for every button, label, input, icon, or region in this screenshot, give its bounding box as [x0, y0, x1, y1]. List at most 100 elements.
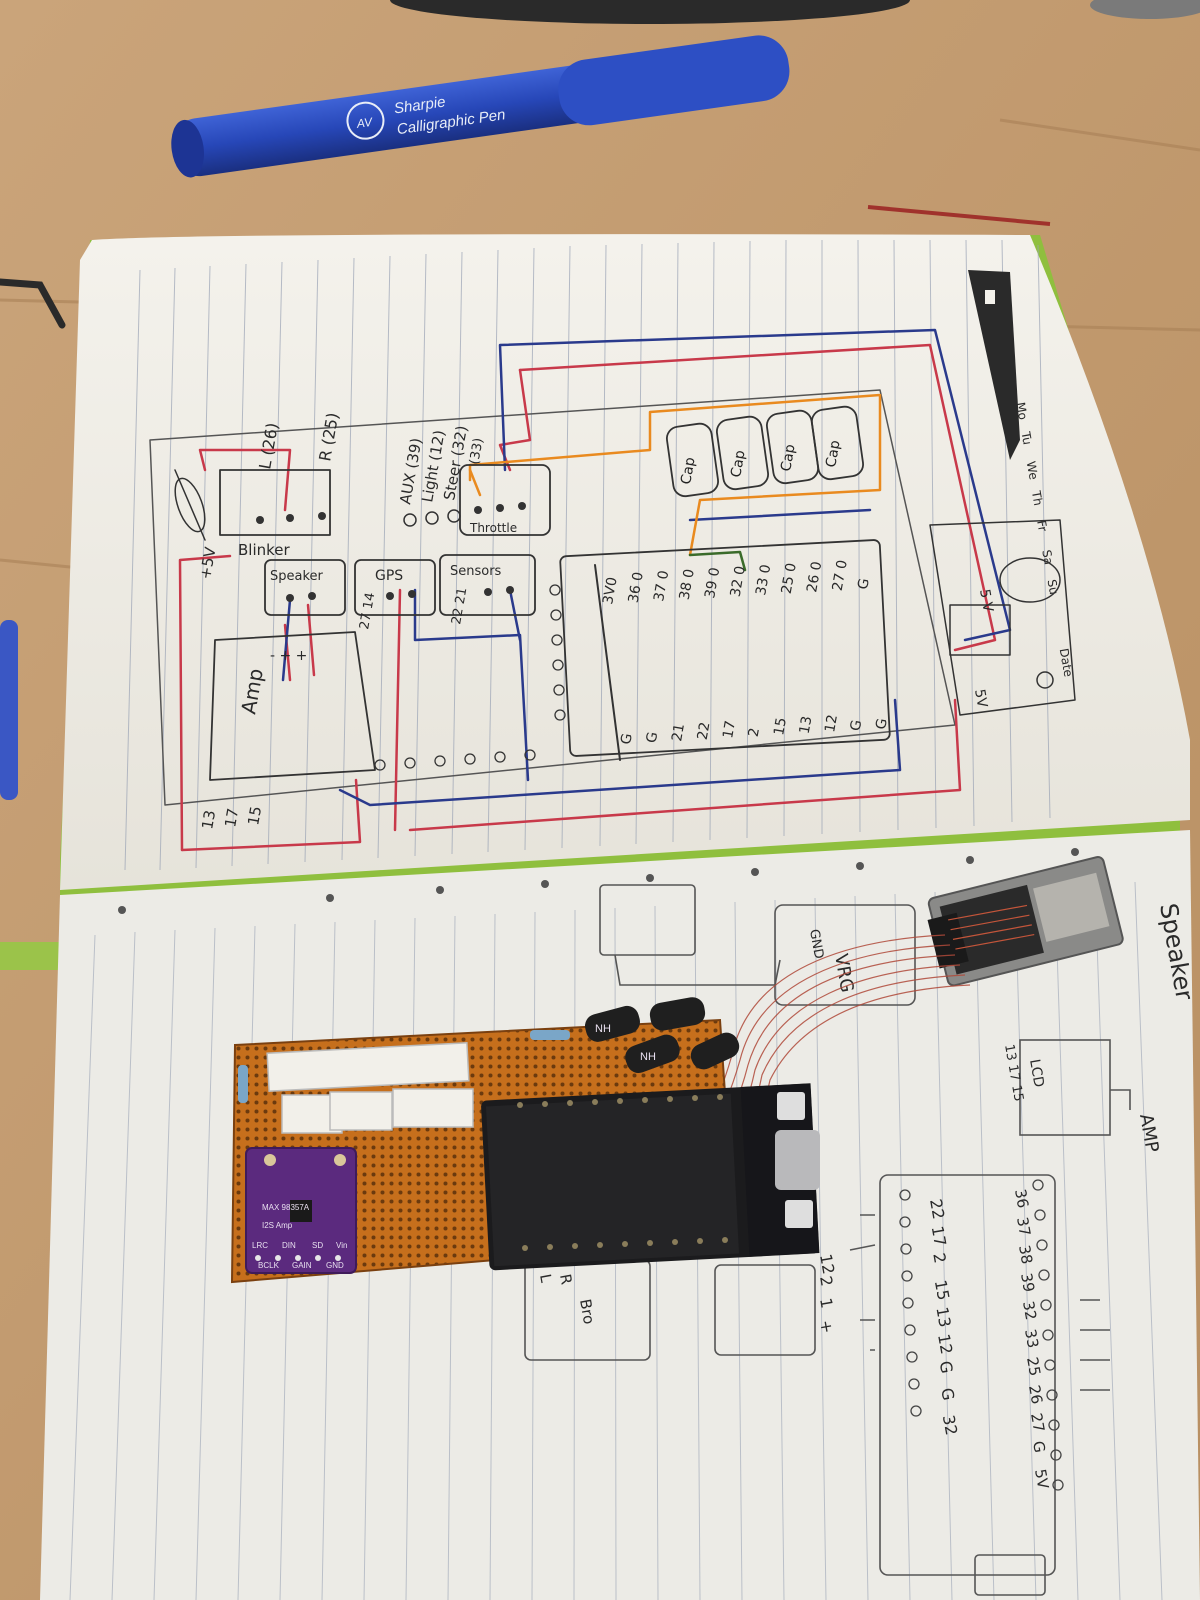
esp-bottom-pin-4: 17: [720, 719, 739, 739]
header-right-pin-2: 38: [1015, 1244, 1036, 1266]
jst-connector-c: [392, 1088, 474, 1128]
cal-day-1: Tu: [1018, 430, 1034, 446]
esp-bottom-pin-5: 2: [746, 727, 763, 739]
cap-label-2: Cap: [778, 443, 799, 473]
sd-pin-3: +: [816, 1318, 837, 1335]
label-amp-pin-13: 13: [198, 809, 219, 831]
esp-top-pin-0: 3V0: [600, 576, 621, 606]
esp-top-pin-4: 39 0: [702, 566, 723, 599]
amp-pin-gain: GAIN: [292, 1261, 312, 1270]
esp-top-pin-1: 36 0: [626, 571, 647, 604]
cap-nh-0: NH: [595, 1023, 611, 1035]
esp32-board: [481, 1083, 820, 1271]
wiring-schematic: [149, 328, 1076, 852]
esp-bottom-pin-6: 15: [771, 716, 790, 736]
header-right-pin-8: 27: [1027, 1412, 1048, 1434]
allen-key: [0, 278, 66, 329]
label-lcd: LCD: [1026, 1058, 1047, 1089]
sd-pin-0: 12: [816, 1252, 838, 1275]
esp-top-pin-5: 32 0: [728, 565, 749, 598]
esp-bottom-pin-1: G: [644, 731, 662, 744]
sketch-r: R: [556, 1273, 576, 1286]
esp-bottom-pin-8: 12: [822, 713, 841, 733]
amp-pin-din: DIN: [282, 1241, 296, 1250]
esp-bottom-pin-0: G: [618, 732, 636, 745]
header-right-pin-1: 37: [1013, 1216, 1034, 1238]
esp-top-pin-9: 27 0: [830, 559, 851, 592]
jst-connector-10pin: [266, 1042, 470, 1092]
header-left-pin-3: 15: [931, 1278, 953, 1301]
header-right-pin-0: 36: [1011, 1188, 1032, 1210]
sd-pin-2: 1: [816, 1296, 836, 1309]
header-right-pin-3: 39: [1017, 1272, 1038, 1294]
upper-page: [60, 234, 1190, 890]
blue-pen: AV Sharpie Calligraphic Pen: [171, 35, 790, 178]
label-throttle: Throttle: [469, 521, 517, 535]
header-left-pin-0: 22: [926, 1197, 948, 1220]
cap-label-0: Cap: [678, 456, 699, 486]
esp-bottom-pin-7: 13: [797, 715, 816, 735]
header-right-pin-5: 33: [1021, 1328, 1042, 1350]
resistor-top: [530, 1030, 570, 1040]
esp-bottom-pin-10: G: [873, 717, 891, 730]
amp-module-subtitle: I2S Amp: [262, 1221, 293, 1230]
label-sensors: Sensors: [450, 564, 502, 579]
header-right-pin-10: 5V: [1031, 1468, 1052, 1491]
bookmark-ribbon: [0, 942, 60, 970]
label-blinker: Blinker: [238, 541, 291, 559]
blue-object-left: [0, 620, 18, 800]
header-left-pin-4: 13: [932, 1305, 954, 1328]
header-right-labels: 36 37 38 39 32 33 25 26 27G 5V: [1011, 1188, 1052, 1491]
amp-pin-vin: Vin: [336, 1241, 347, 1250]
label-amp-pins: - + +: [270, 648, 307, 664]
label-amp-pin-17: 17: [221, 807, 242, 829]
label-plus5v: +5V: [196, 545, 219, 581]
boot-button: [777, 1092, 805, 1120]
metal-object-top-right: [1090, 0, 1200, 19]
header-pin-circles: [899, 1179, 1064, 1491]
esp-bottom-pin-2: 21: [669, 722, 688, 742]
header-right-pin-9: G: [1029, 1440, 1049, 1455]
label-sensors-pins: 22 21: [449, 586, 470, 625]
upper-page-rules: [124, 239, 1051, 871]
cal-day-3: Th: [1029, 489, 1046, 507]
esp-bottom-pin-9: G: [848, 719, 866, 732]
binding-holes: [118, 848, 1079, 914]
schematic-capacitors: [665, 405, 864, 498]
header-left-pin-5: 12: [934, 1332, 956, 1355]
label-amp-pin-15: 15: [244, 805, 265, 827]
label-throttle-pin: (33): [467, 437, 486, 466]
header-left-pin-7: G: [937, 1386, 958, 1402]
esp-top-pin-10: G: [855, 577, 873, 590]
pen-badge: [346, 101, 385, 140]
esp-top-pin-3: 38 0: [677, 568, 698, 601]
perfboard-caps: [584, 997, 740, 1074]
amp-pin-gnd: GND: [326, 1261, 344, 1270]
resistor-left: [238, 1065, 248, 1103]
sketch-l: L: [536, 1273, 555, 1285]
esp-top-pin-6: 33 0: [753, 563, 774, 596]
amp-module-title: MAX 98357A: [262, 1203, 310, 1212]
dark-object-top: [390, 0, 910, 24]
cap-label-3: Cap: [823, 439, 844, 469]
cap-nh-1: NH: [640, 1051, 656, 1063]
label-gnd: GND: [806, 928, 826, 960]
pen-badge-text: AV: [355, 115, 374, 131]
cap-label-1: Cap: [728, 449, 749, 479]
header-left-pin-6: G: [936, 1359, 957, 1375]
label-gps: GPS: [375, 568, 403, 584]
esp-top-pin-8: 26 0: [804, 560, 825, 593]
jst-connector-b: [329, 1091, 393, 1131]
header-right-pin-6: 25: [1023, 1356, 1044, 1378]
amp-pin-sd: SD: [312, 1241, 323, 1250]
esp-top-pin-7: 25 0: [779, 562, 800, 595]
header-right-pin-7: 26: [1025, 1384, 1046, 1406]
sd-pin-labels: 122 1 +: [816, 1252, 838, 1335]
red-wire-scrap: [867, 205, 1051, 226]
reset-button: [785, 1200, 813, 1228]
header-right-pin-4: 32: [1019, 1300, 1040, 1322]
sd-pin-1: 2: [816, 1274, 836, 1287]
